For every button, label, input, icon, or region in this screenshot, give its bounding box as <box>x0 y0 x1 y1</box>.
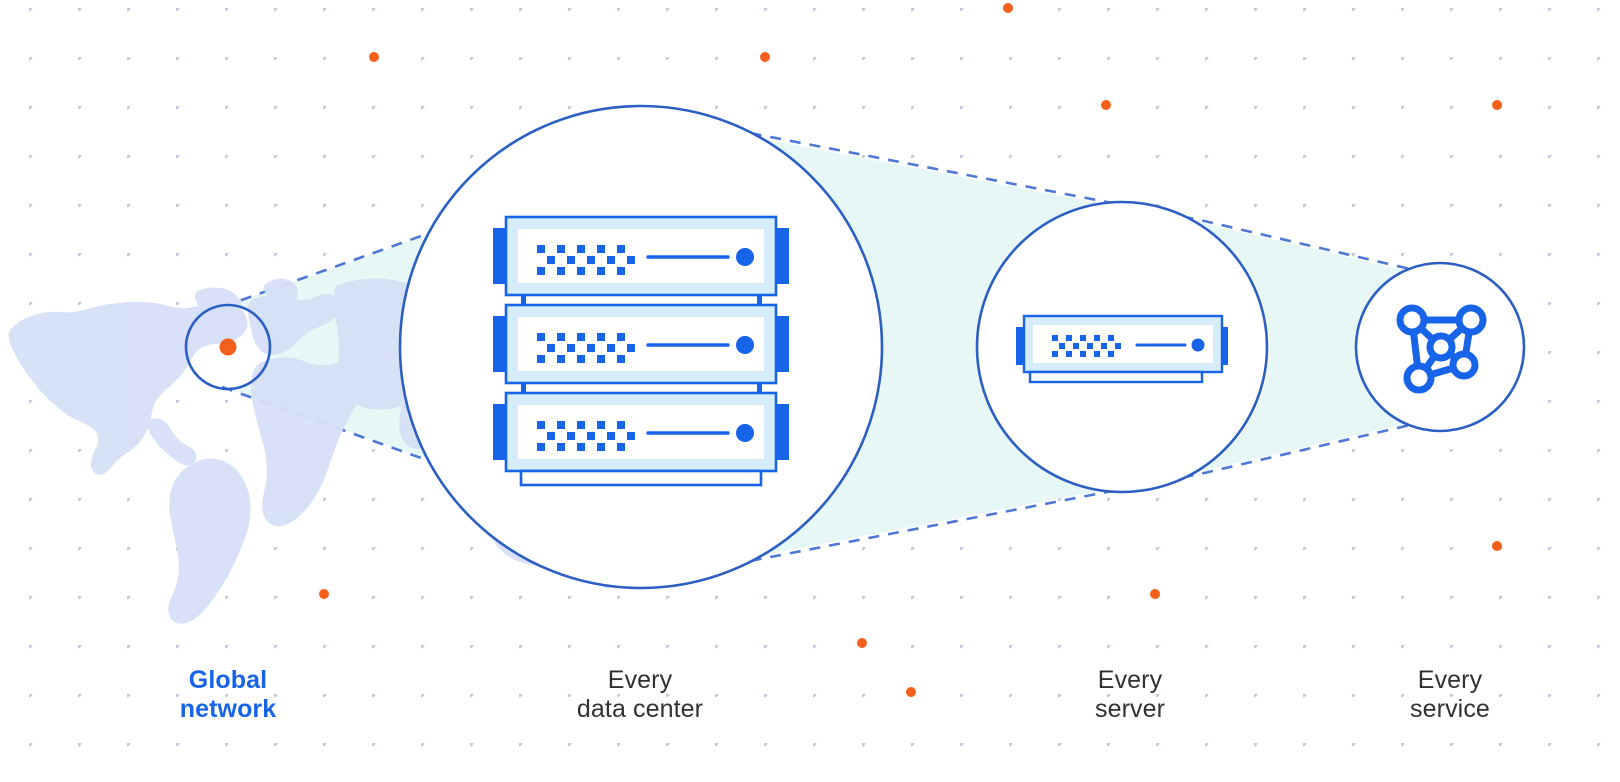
network-node <box>1455 304 1487 336</box>
network-node-center <box>1426 332 1456 362</box>
accent-dot <box>319 589 329 599</box>
network-node <box>1449 350 1479 380</box>
accent-dot <box>369 52 379 62</box>
accent-dot <box>1003 3 1013 13</box>
server-unit-base-plate <box>1028 370 1204 384</box>
accent-dot <box>857 638 867 648</box>
stage-label-every-data-center: Every data center <box>576 666 704 723</box>
server-rack-unit <box>493 391 789 473</box>
stage-label-every-server: Every server <box>1094 666 1166 723</box>
accent-dot <box>1492 541 1502 551</box>
stage-label-global-network: Global network <box>179 666 277 723</box>
server-unit-status-led <box>736 424 754 442</box>
rack-rail-right <box>757 290 762 480</box>
accent-dot <box>906 687 916 697</box>
server-unit-icon <box>1016 314 1228 384</box>
rack-base-plate <box>519 469 763 487</box>
server-unit-vent-grid <box>1052 335 1121 357</box>
network-node <box>1396 304 1428 336</box>
server-unit-vent-grid <box>537 333 635 363</box>
accent-dot <box>760 52 770 62</box>
server-unit-vent-grid <box>537 421 635 451</box>
server-rack-unit <box>493 215 789 297</box>
stage-label-every-service: Every service <box>1410 666 1490 723</box>
accent-dot <box>1150 589 1160 599</box>
network-node <box>1403 362 1435 394</box>
server-unit-vent-grid <box>537 245 635 275</box>
server-unit-status-led <box>736 248 754 266</box>
accent-dot <box>1101 100 1111 110</box>
network-node-group <box>1396 304 1487 394</box>
server-unit-status-led <box>1191 338 1205 352</box>
accent-dot <box>1492 100 1502 110</box>
server-rack-unit <box>493 303 789 385</box>
server-unit-status-led <box>736 336 754 354</box>
global-network-circle <box>184 303 272 391</box>
rack-rail-left <box>521 290 526 480</box>
location-pin-dot <box>219 338 237 356</box>
